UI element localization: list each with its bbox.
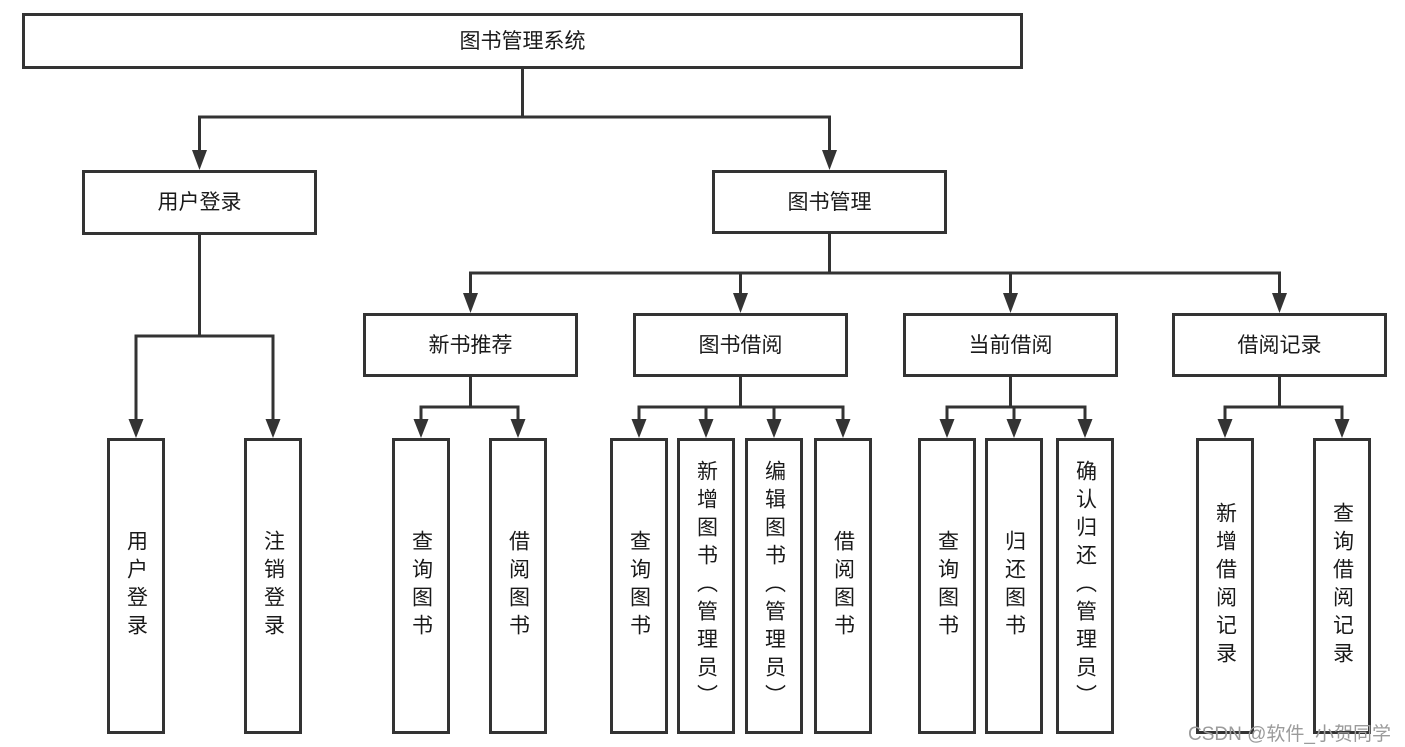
node-root-system: 图书管理系统 [22, 13, 1023, 69]
node-user-login: 用户登录 [82, 170, 317, 235]
csdn-watermark: CSDN @软件_小贺同学 [1188, 724, 1391, 745]
leaf-user-login: 用户登录 [107, 438, 165, 734]
node-borrow-records: 借阅记录 [1172, 313, 1387, 377]
leaf-query-books-current: 查询图书 [918, 438, 976, 734]
node-book-management: 图书管理 [712, 170, 947, 234]
leaf-query-books-recommend: 查询图书 [392, 438, 450, 734]
leaf-borrow-books-recommend: 借阅图书 [489, 438, 547, 734]
node-new-book-recommend: 新书推荐 [363, 313, 578, 377]
leaf-confirm-return-admin: 确认归还（管理员） [1056, 438, 1114, 734]
node-book-borrow: 图书借阅 [633, 313, 848, 377]
arrowheads [128, 150, 1350, 438]
leaf-add-borrow-record: 新增借阅记录 [1196, 438, 1254, 734]
leaf-query-books-borrow: 查询图书 [610, 438, 668, 734]
leaf-edit-books-admin: 编辑图书（管理员） [745, 438, 803, 734]
leaf-borrow-books: 借阅图书 [814, 438, 872, 734]
node-current-borrow: 当前借阅 [903, 313, 1118, 377]
leaf-add-books-admin: 新增图书（管理员） [677, 438, 735, 734]
leaf-logout: 注销登录 [244, 438, 302, 734]
leaf-return-books: 归还图书 [985, 438, 1043, 734]
leaf-query-borrow-record: 查询借阅记录 [1313, 438, 1371, 734]
